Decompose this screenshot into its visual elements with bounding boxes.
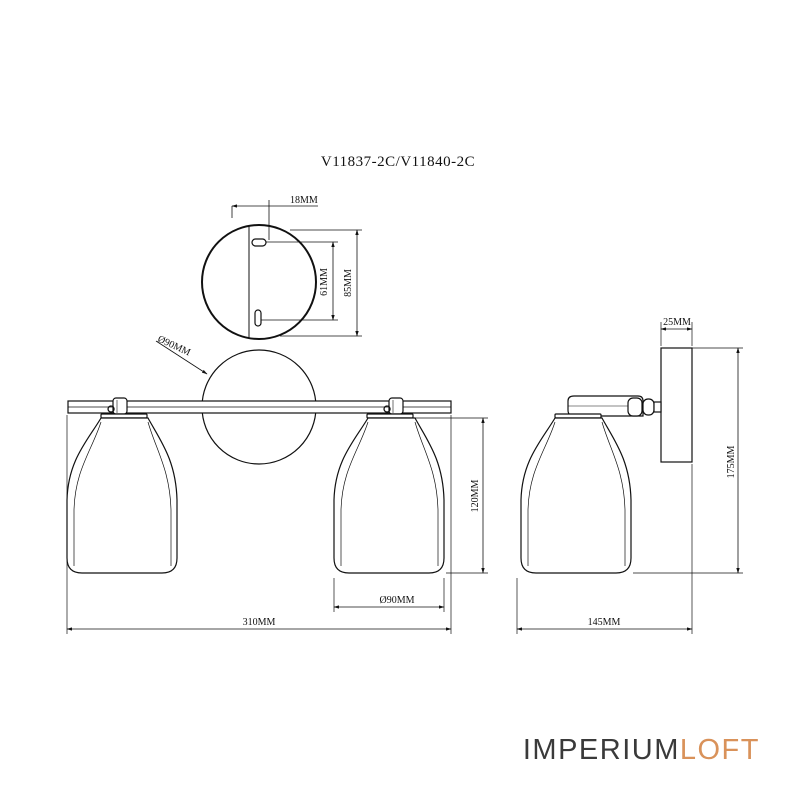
brand-logo: IMPERIUMLOFT — [523, 734, 760, 767]
brand-logo-part1: IMPERIUM — [522, 734, 680, 766]
dim-total-width: 310MM — [243, 617, 276, 628]
dim-hole-spacing: 61MM — [319, 268, 330, 296]
brand-logo-part2: LOFT — [679, 734, 760, 766]
dim-plate-height: 85MM — [343, 269, 354, 297]
dim-side-depth: 25MM — [663, 317, 691, 328]
dim-shade-diameter: Ø90MM — [379, 595, 414, 606]
front-view — [66, 340, 488, 634]
side-view — [516, 322, 743, 634]
mounting-plate-detail — [201, 200, 362, 340]
dim-side-height: 175MM — [726, 446, 737, 479]
model-title: V11837-2C/V11840-2C — [321, 154, 475, 170]
dim-side-projection: 145MM — [588, 617, 621, 628]
left-socket — [107, 397, 128, 415]
right-shade — [333, 413, 445, 574]
dim-shade-height: 120MM — [470, 480, 481, 513]
left-shade — [66, 413, 178, 574]
dim-plate-diameter: Ø90MM — [156, 334, 192, 359]
right-socket — [383, 397, 404, 415]
dim-mount-offset: 18MM — [290, 195, 318, 206]
